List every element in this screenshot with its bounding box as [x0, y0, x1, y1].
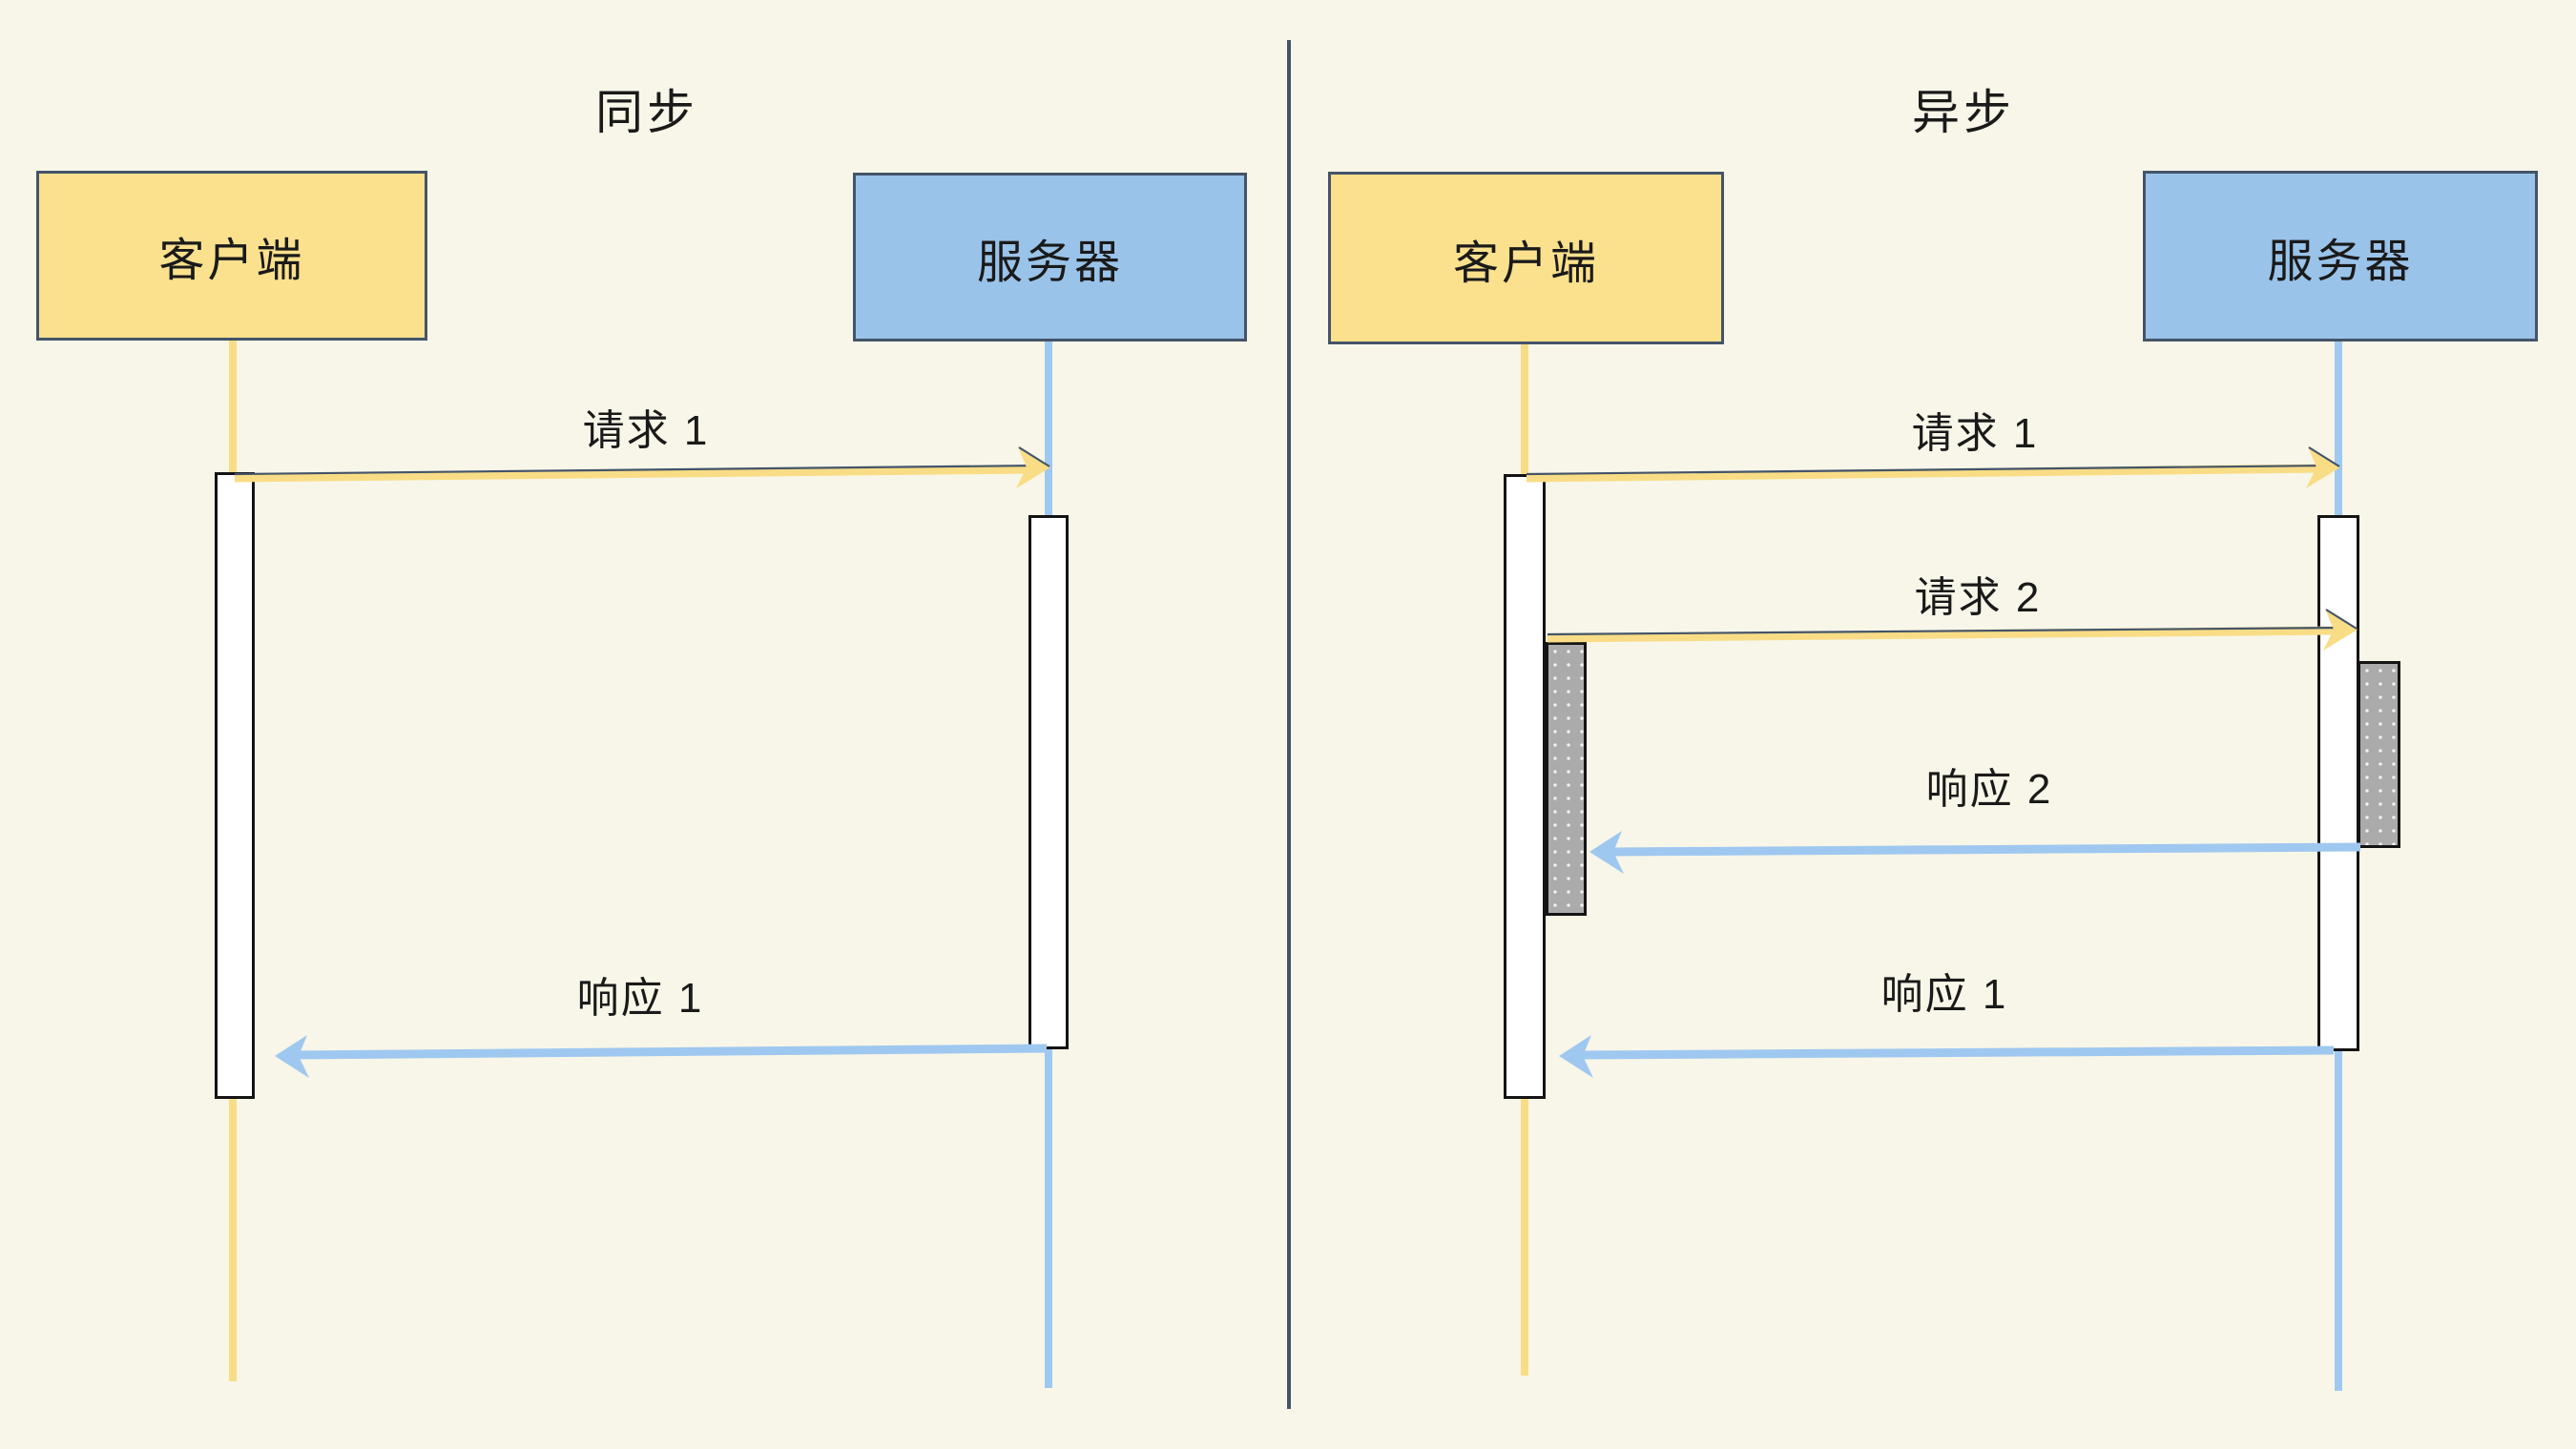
sync-server-activation-bar: [1028, 515, 1069, 1049]
panel-divider: [1287, 40, 1291, 1409]
async-server-actor-box: 服务器: [2143, 171, 2538, 342]
sync-client-actor-label: 客户端: [158, 236, 305, 286]
async-request2-arrow: [1547, 609, 2358, 651]
async-panel-title: 异步: [1912, 86, 2015, 139]
async-response2-label: 响应 2: [1925, 766, 2053, 813]
sync-server-actor-label: 服务器: [976, 237, 1123, 288]
async-client-actor-label: 客户端: [1452, 238, 1599, 289]
async-client-actor-box: 客户端: [1328, 172, 1724, 344]
sync-server-actor-box: 服务器: [853, 173, 1247, 342]
sync-client-actor-box: 客户端: [36, 171, 427, 341]
async-response1-arrow: [1559, 1035, 2335, 1078]
sync-response1-label: 响应 1: [576, 975, 704, 1022]
sync-request1-label: 请求 1: [582, 407, 710, 454]
async-client-busy-bar: [1546, 642, 1587, 916]
async-server-activation-bar: [2317, 515, 2359, 1051]
async-server-busy-bar: [2358, 661, 2400, 848]
sync-request1-arrow: [234, 446, 1050, 488]
async-server-actor-label: 服务器: [2267, 236, 2414, 287]
sync-panel-title: 同步: [595, 86, 698, 139]
sync-client-activation-bar: [215, 472, 255, 1099]
sync-response1-arrow: [275, 1035, 1048, 1078]
async-response2-arrow: [1589, 831, 2361, 874]
async-request2-label: 请求 2: [1914, 574, 2042, 621]
async-response1-label: 响应 1: [1880, 971, 2008, 1018]
async-request1-label: 请求 1: [1911, 410, 2039, 457]
async-client-activation-bar: [1504, 474, 1546, 1099]
async-request1-arrow: [1526, 446, 2340, 488]
